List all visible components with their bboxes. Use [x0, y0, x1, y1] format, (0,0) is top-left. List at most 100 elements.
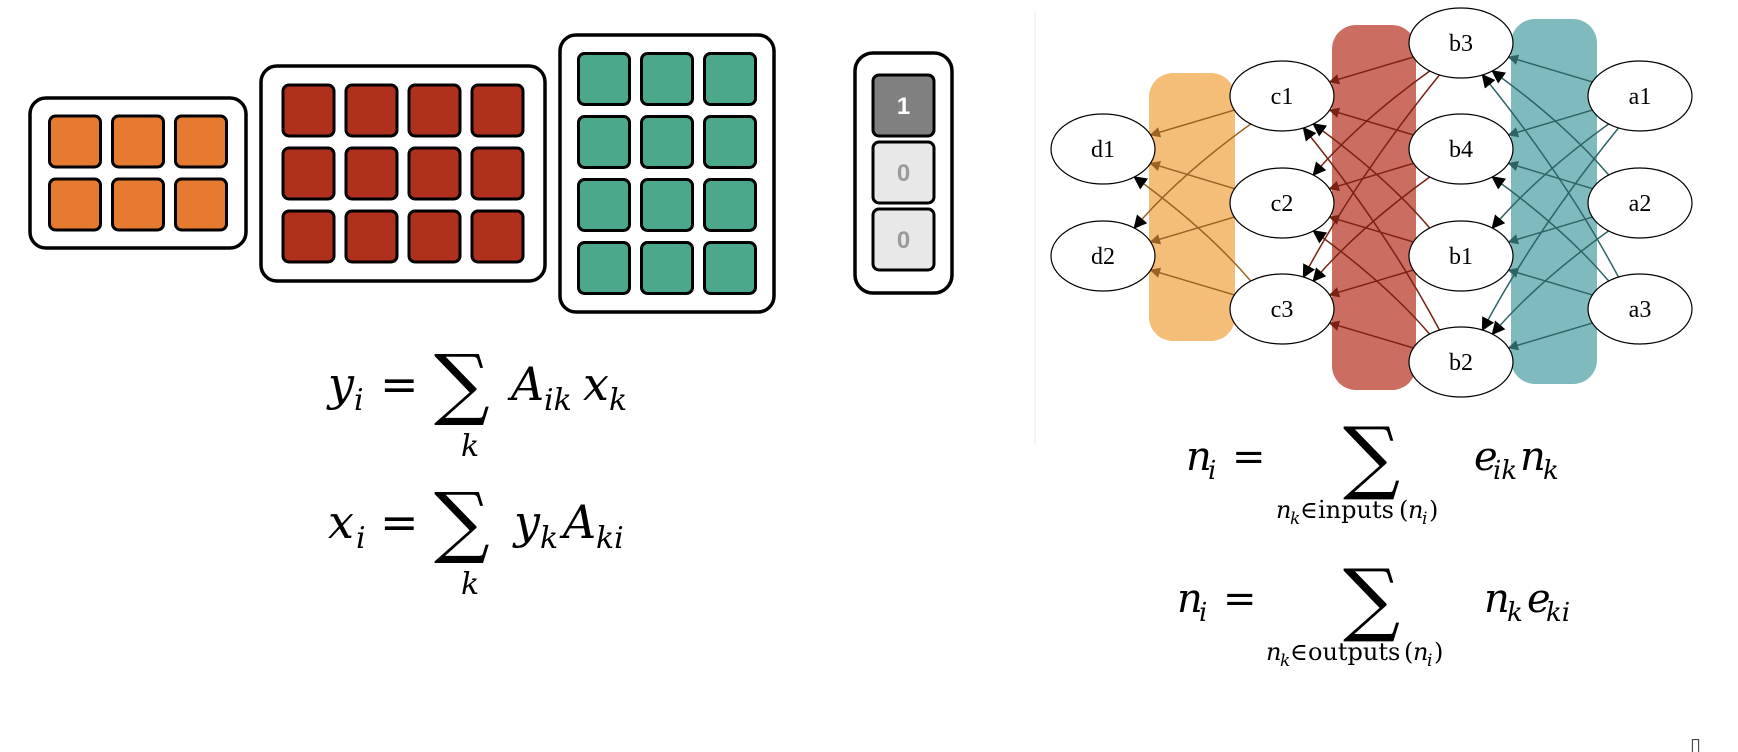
node-d2: d2 — [1050, 220, 1156, 292]
node-shape — [1050, 113, 1156, 185]
eq3-limit-fn: inputs — [1318, 496, 1394, 524]
graph-edge-b4-c3 — [1312, 176, 1431, 283]
graph-edge-b2-c1 — [1302, 126, 1441, 331]
eq4-lhs: n — [1177, 576, 1203, 622]
graph-edge-c3-d1 — [1133, 176, 1252, 282]
eq3-limit-arg-sub: i — [1422, 509, 1427, 529]
eq2-term1-sub: k — [540, 521, 558, 556]
graph-edge-b3-c1 — [1328, 56, 1414, 85]
matrix-cell — [640, 178, 694, 232]
node-label: d1 — [1091, 137, 1115, 163]
eq2-term1: y — [512, 495, 541, 549]
matrix-cell — [407, 209, 462, 264]
matrix-cell — [344, 209, 399, 264]
graph-edge-b2-c3 — [1328, 320, 1414, 349]
matrix-diagram — [28, 33, 776, 314]
node-c3: c3 — [1229, 273, 1335, 345]
graph-edge-a3-b2 — [1507, 322, 1593, 351]
eq1-term1-sub: ik — [544, 383, 572, 418]
matrix-cell — [407, 83, 462, 138]
node-label: a1 — [1629, 84, 1652, 110]
one-hot-vector: 100 — [853, 51, 954, 295]
eq1-lhs: y — [326, 357, 355, 411]
matrix-cell — [111, 114, 165, 169]
graph-edge-b3-c2 — [1312, 70, 1431, 177]
vector-cell — [871, 207, 936, 272]
graph-edge-c3-d2 — [1149, 267, 1235, 296]
node-shape — [1050, 220, 1156, 292]
node-shape — [1408, 220, 1514, 292]
node-label: c1 — [1271, 84, 1294, 110]
eq4-term2-sub: ki — [1546, 598, 1570, 628]
node-c2: c2 — [1229, 167, 1335, 239]
red-matrix — [259, 64, 547, 283]
eq4-limit-sub: k — [1280, 651, 1290, 671]
matrix-cell — [470, 146, 525, 201]
eq1-limit: k — [461, 429, 479, 464]
node-a3: a3 — [1587, 273, 1693, 345]
eq3-limit-paren-open: ( — [1399, 496, 1408, 524]
matrix-cell — [640, 115, 694, 169]
graph-edge-a2-b4 — [1507, 161, 1593, 190]
matrix-cell — [48, 114, 102, 169]
eq4-term2: e — [1527, 576, 1551, 622]
eq2-term2: A — [559, 495, 596, 549]
eq3-limit-in: ∈ — [1300, 496, 1318, 524]
matrix-cell — [281, 83, 336, 138]
eq4-limit-fn: outputs — [1308, 638, 1400, 666]
graph-edge-a3-b4 — [1491, 176, 1610, 282]
eq1-term1: A — [507, 357, 544, 411]
eq1-equals: = — [380, 357, 419, 411]
graph-edge-c1-d2 — [1133, 123, 1252, 230]
node-shape — [1229, 60, 1335, 132]
matrix-cell — [470, 209, 525, 264]
eq4-term1-sub: k — [1507, 598, 1523, 628]
eq2-sum: ∑ — [434, 477, 490, 567]
eq3-limit-var: n — [1276, 496, 1291, 524]
eq4-equals: = — [1223, 576, 1257, 622]
node-label: b4 — [1449, 137, 1473, 163]
graph-edge-a1-b4 — [1507, 109, 1593, 138]
eq2-limit: k — [461, 567, 479, 602]
matrix-cell — [640, 241, 694, 295]
matrix-cell — [703, 52, 757, 106]
eq1-lhs-sub: i — [354, 383, 364, 418]
eq3-term1: e — [1474, 434, 1498, 480]
eq3-term2: n — [1520, 434, 1546, 480]
graph-edge-c1-d1 — [1149, 109, 1235, 138]
node-c1: c1 — [1229, 60, 1335, 132]
equation-matrix-forward: y i = ∑ k A ik x k — [326, 339, 627, 464]
eq4-term1: n — [1484, 576, 1510, 622]
matrix-cell — [703, 241, 757, 295]
green-matrix — [558, 33, 776, 314]
graph-edge-b1-c3 — [1328, 269, 1414, 298]
graph-edge-b3-c3 — [1302, 74, 1441, 279]
matrix-cell — [111, 177, 165, 232]
vector-cell — [871, 73, 936, 138]
matrix-cell — [703, 115, 757, 169]
eq4-lhs-sub: i — [1199, 598, 1207, 628]
node-label: a3 — [1629, 297, 1652, 323]
node-label: a2 — [1629, 191, 1652, 217]
node-label: c3 — [1271, 297, 1294, 323]
matrix-cell — [577, 178, 631, 232]
matrix-cell — [640, 52, 694, 106]
node-b4: b4 — [1408, 113, 1514, 185]
eq4-limit-arg-sub: i — [1427, 651, 1432, 671]
graph-edge-b2-c2 — [1312, 230, 1431, 335]
eq4-limit-paren-close: ) — [1434, 638, 1443, 666]
vector-value: 0 — [897, 160, 910, 187]
eq3-sum: ∑ — [1343, 410, 1400, 503]
graph-edge-a1-b1 — [1491, 123, 1610, 230]
matrix-cell — [174, 114, 228, 169]
node-a1: a1 — [1587, 60, 1693, 132]
graph-edge-a2-b3 — [1491, 70, 1610, 176]
eq3-equals: = — [1232, 434, 1266, 480]
eq3-limit-paren-close: ) — [1429, 496, 1438, 524]
eq3-term1-sub: ik — [1493, 456, 1517, 486]
eq1-term2: x — [583, 357, 609, 411]
node-shape — [1408, 113, 1514, 185]
matrix-cell — [470, 83, 525, 138]
node-b2: b2 — [1408, 326, 1514, 398]
equation-graph-inputs: n i = ∑ n k ∈ inputs ( n i ) e ik n k — [1186, 410, 1559, 529]
